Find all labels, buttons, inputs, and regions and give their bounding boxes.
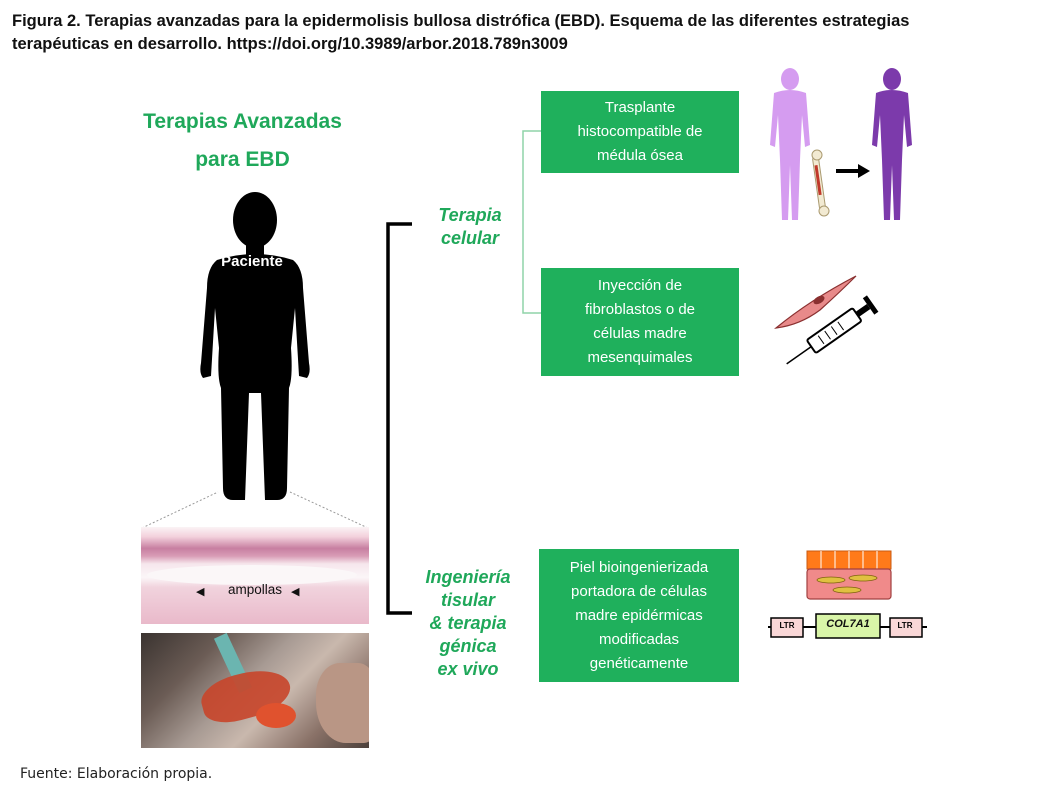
box-3-line-5: genéticamente (589, 654, 689, 672)
arrowhead-right-icon: ◀ (291, 586, 300, 598)
cat-ing-line-1: Ingeniería (425, 567, 511, 587)
caption-line-2: terapéuticas en desarrollo. https://doi.… (12, 35, 568, 53)
bone-icon (811, 149, 830, 217)
dermis-layer-icon (806, 568, 892, 600)
zoom-connector-lines (141, 491, 369, 529)
box-2-line-1: Inyección de (597, 277, 683, 294)
box-2-line-2: fibroblastos o de (584, 301, 696, 318)
heading-line-2: para EBD (195, 148, 290, 171)
arrow-right-icon (836, 164, 870, 178)
gene-therapy-illustration (768, 550, 927, 639)
main-bracket (386, 222, 412, 615)
syringe-icon (786, 295, 879, 365)
figure-caption: Figura 2. Terapias avanzadas para la epi… (12, 10, 1052, 56)
caption-line-1: Figura 2. Terapias avanzadas para la epi… (12, 12, 910, 30)
box-1-line-1: Trasplante (604, 99, 676, 116)
box-fibroblast-injection: Inyección de fibroblastos o de células m… (541, 268, 739, 376)
diagram-heading: Terapias Avanzadas para EBD (120, 103, 365, 179)
clinical-photo (141, 633, 369, 748)
cat-ing-line-5: ex vivo (437, 659, 499, 679)
cat-ing-line-2: tisular (440, 590, 496, 610)
epidermis-layer-icon (806, 550, 892, 570)
arrowhead-left-icon: ◀ (196, 586, 205, 598)
donor-figure-icon (770, 68, 810, 220)
box-3-line-4: modificadas (598, 630, 680, 648)
box-bone-marrow-transplant: Trasplante histocompatible de médula óse… (541, 91, 739, 173)
histology-image: ampollas ◀ ◀ (141, 527, 369, 624)
photo-hand (316, 663, 369, 743)
cat-cel-line-1: Terapia (438, 205, 502, 225)
source-note: Fuente: Elaboración propia. (20, 766, 213, 782)
box-3-line-1: Piel bioingenierizada (569, 558, 709, 576)
box-2-line-3: células madre (593, 325, 687, 342)
recipient-figure-icon (872, 68, 912, 220)
box-3-line-3: madre epidérmicas (575, 606, 703, 624)
ltr-right-label: LTR (897, 621, 913, 630)
cellular-branch-lines (522, 130, 543, 314)
cat-cel-line-2: celular (440, 228, 500, 248)
box-1-line-3: médula ósea (597, 147, 683, 164)
patient-silhouette (200, 192, 310, 500)
injection-illustration (774, 275, 879, 365)
patient-label: Paciente (221, 253, 283, 270)
photo-wound-small (256, 703, 296, 728)
cat-ing-line-4: génica (439, 636, 497, 656)
category-cellular-therapy: Terapia celular (420, 204, 520, 250)
fibroblast-cell-icon (774, 275, 857, 329)
box-1-line-2: histocompatible de (577, 123, 703, 140)
gene-construct-icon (768, 613, 927, 639)
transplant-illustration (770, 68, 912, 220)
box-bioengineered-skin: Piel bioingenierizada portadora de célul… (539, 549, 739, 682)
blister-cavity (147, 565, 357, 585)
box-3-line-2: portadora de células (571, 582, 707, 600)
cat-ing-line-3: & terapia (429, 613, 507, 633)
category-tissue-engineering: Ingeniería tisular & terapia génica ex v… (413, 566, 523, 681)
box-2-line-4: mesenquimales (587, 349, 693, 366)
col7a1-label: COL7A1 (826, 618, 870, 630)
heading-line-1: Terapias Avanzadas (143, 110, 342, 133)
histology-label: ampollas (227, 582, 283, 597)
ltr-left-label: LTR (779, 621, 795, 630)
